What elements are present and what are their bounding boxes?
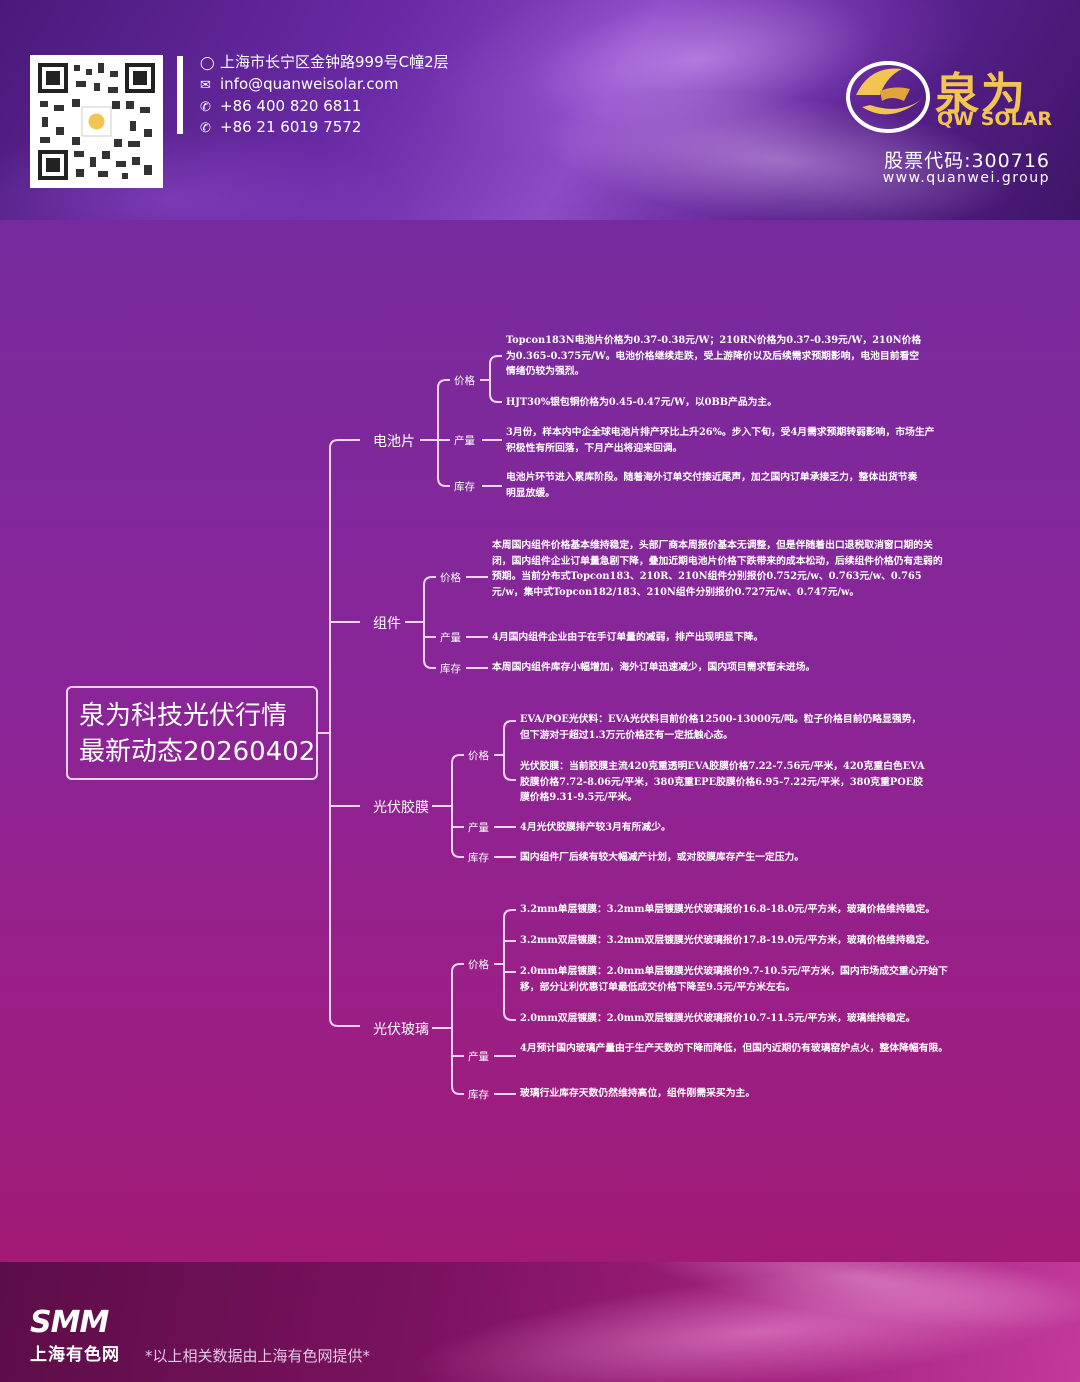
leaf-text: 玻璃行业库存天数仍然维持高位，组件刚需采买为主。 xyxy=(520,1086,960,1102)
smm-name-cn: 上海有色网 xyxy=(30,1340,120,1365)
root-title-line-1: 泉为科技光伏行情 xyxy=(79,698,316,734)
branch-cell: 电池片 xyxy=(373,431,415,451)
leaf-text: 本周国内组件价格基本维持稳定，头部厂商本周报价基本无调整，但是伴随着出口退税取消… xyxy=(492,538,944,600)
leaf-text: 国内组件厂后续有较大幅减产计划，或对胶膜库存产生一定压力。 xyxy=(520,850,940,866)
leaf-text: 2.0mm双层镀膜：2.0mm双层镀膜光伏玻璃报价10.7-11.5元/平方米，… xyxy=(520,1011,960,1027)
leaf-text: 2.0mm单层镀膜：2.0mm单层镀膜光伏玻璃报价9.7-10.5元/平方米，国… xyxy=(520,964,960,995)
sub-label-inventory: 库存 xyxy=(468,850,489,865)
leaf-text: 4月预计国内玻璃产量由于生产天数的下降而降低，但国内近期仍有玻璃窑炉点火，整体降… xyxy=(520,1041,968,1057)
sub-label-output: 产量 xyxy=(454,433,475,448)
root-title-line-2: 最新动态20260402 xyxy=(79,734,316,770)
leaf-text: 本周国内组件库存小幅增加，海外订单迅速减少，国内项目需求暂未进场。 xyxy=(492,660,942,676)
sub-label-inventory: 库存 xyxy=(468,1087,489,1102)
leaf-text: 4月光伏胶膜排产较3月有所减少。 xyxy=(520,820,940,836)
leaf-text: EVA/POE光伏料：EVA光伏料目前价格12500-13000元/吨。粒子价格… xyxy=(520,712,930,743)
mindmap-root-node: 泉为科技光伏行情 最新动态20260402 xyxy=(66,686,318,780)
leaf-text: 3月份，样本内中企全球电池片排产环比上升26%。步入下旬，受4月需求预期转弱影响… xyxy=(506,425,936,456)
sub-label-output: 产量 xyxy=(468,820,489,835)
branch-pv-glass: 光伏玻璃 xyxy=(373,1019,429,1039)
leaf-text: 光伏胶膜：当前胶膜主流420克重透明EVA胶膜价格7.22-7.56元/平米，4… xyxy=(520,759,930,806)
sub-label-price: 价格 xyxy=(454,373,475,388)
branch-encapsulant-film: 光伏胶膜 xyxy=(373,797,429,817)
sub-label-output: 产量 xyxy=(468,1049,489,1064)
sub-label-output: 产量 xyxy=(440,630,461,645)
leaf-text: 3.2mm单层镀膜：3.2mm单层镀膜光伏玻璃报价16.8-18.0元/平方米，… xyxy=(520,902,970,918)
leaf-text: 电池片环节进入累库阶段。随着海外订单交付接近尾声，加之国内订单承接乏力，整体出货… xyxy=(506,470,926,501)
sub-label-price: 价格 xyxy=(468,748,489,763)
sub-label-inventory: 库存 xyxy=(440,661,461,676)
sub-label-price: 价格 xyxy=(468,957,489,972)
leaf-text: 3.2mm双层镀膜：3.2mm双层镀膜光伏玻璃报价17.8-19.0元/平方米，… xyxy=(520,933,970,949)
smm-logo: SMM xyxy=(30,1305,108,1340)
leaf-text: HJT30%银包铜价格为0.45-0.47元/W，以0BB产品为主。 xyxy=(506,395,926,411)
leaf-text: 4月国内组件企业由于在手订单量的减弱，排产出现明显下降。 xyxy=(492,630,942,646)
branch-module: 组件 xyxy=(373,613,401,633)
sub-label-price: 价格 xyxy=(440,570,461,585)
sub-label-inventory: 库存 xyxy=(454,479,475,494)
leaf-text: Topcon183N电池片价格为0.37-0.38元/W；210RN价格为0.3… xyxy=(506,333,926,380)
data-source-credit: *以上相关数据由上海有色网提供* xyxy=(145,1345,370,1366)
